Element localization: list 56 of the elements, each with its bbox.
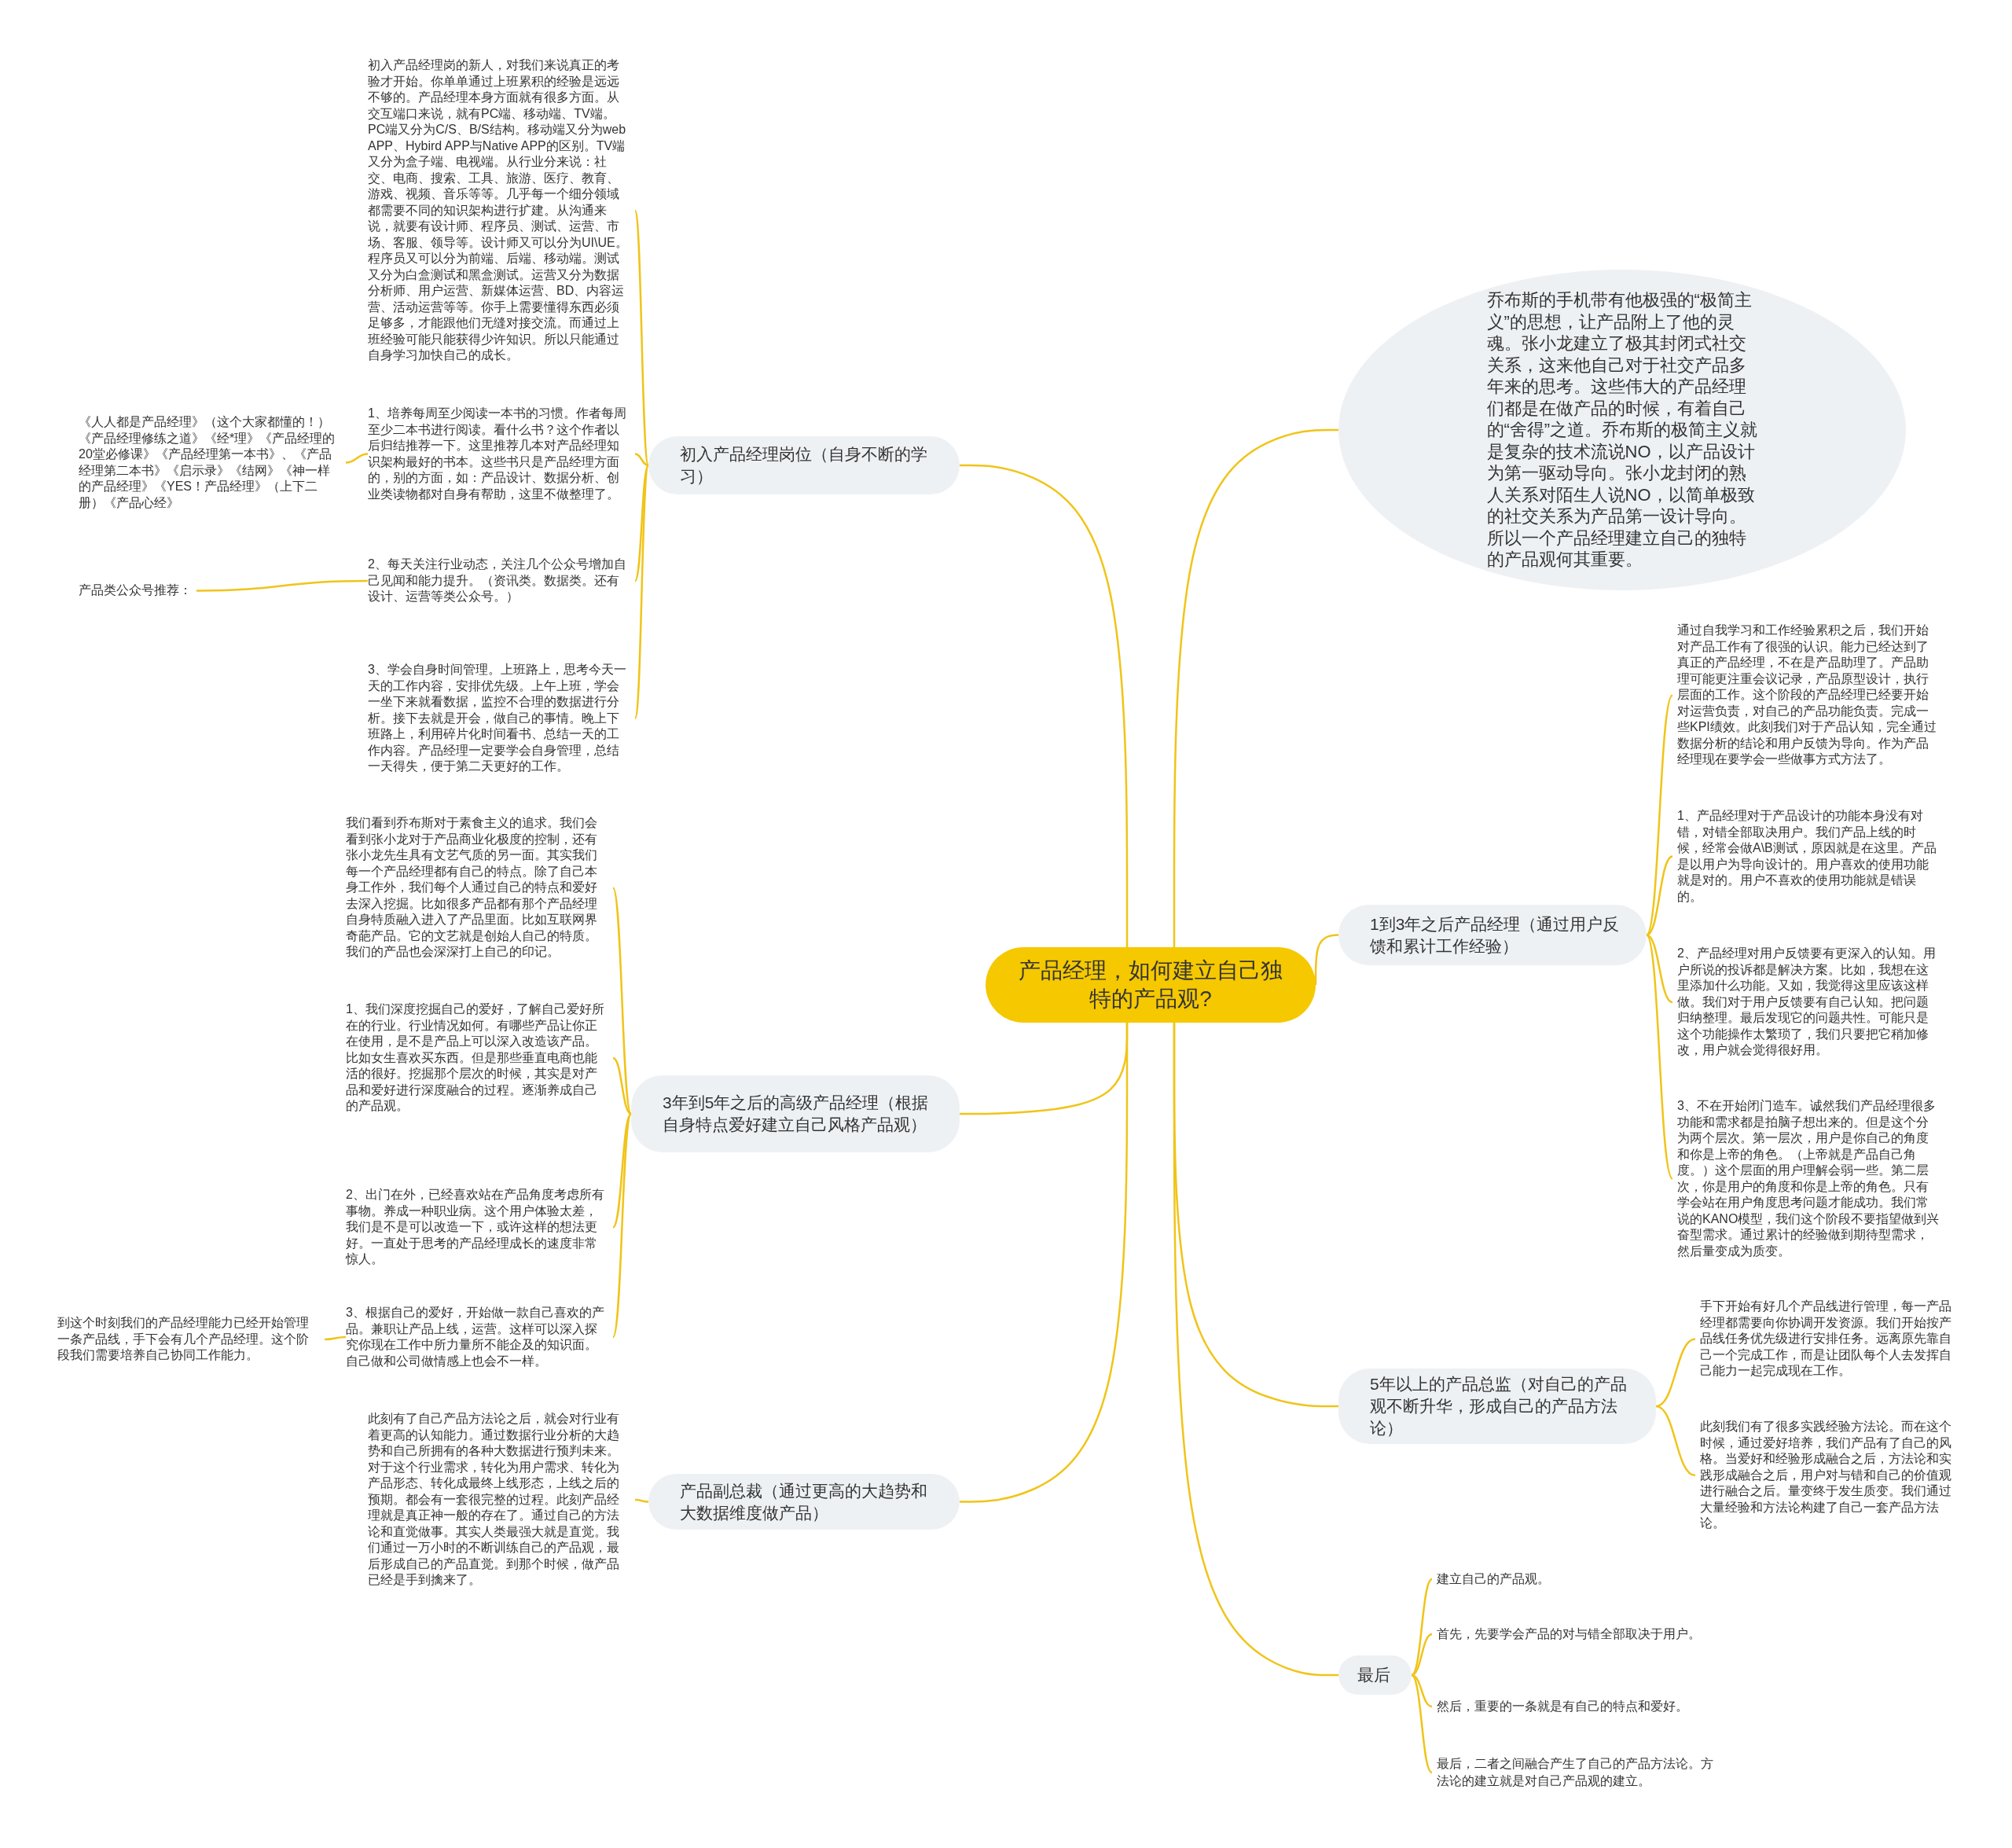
connector-line (612, 1056, 632, 1115)
branch-topic: 产品副总裁（通过更高的大趋势和大数据维度做产品） (648, 1474, 960, 1530)
note-text: 此刻有了自己产品方法论之后，就会对行业有着更高的认知能力。通过数据行业分析的大趋势和自己所拥有的各种大数据进行预判未来。对于这个行业需求，转化为用户需求、转化为产品形态、转化成最终上线形态，上线之后的预期。都会有一套很完整的过程。此刻产品经理就是真正神一般的存在了。通过自己的方法论和直觉做事。其实人类最强大就是直觉。我们通过一万小时的不断训练自己的产品观，最后形成自己的产品直觉。到那个时候，做产品已经是手到擒来了。 (368, 1411, 630, 1589)
connector-line (1655, 1338, 1696, 1408)
note-text: 此刻我们有了很多实践经验方法论。而在这个时候，通过爱好培养，我们产品有了自己的风格。当爱好和经验形成融合之后，方法论和实践形成融合之后，用户对与错和自己的价值观进行融合之后。量变终于发生质变。我们通过大量经验和方法论构建了自己一套产品方法论。 (1700, 1419, 1962, 1532)
note-text: 1、我们深度挖掘自己的爱好，了解自己爱好所在的行业。行业情况如何。有哪些产品让你正在使用，是不是产品上可以深入改造该产品。比如女生喜欢买东西。但是那些垂直电商也能活的很好。挖掘那个层次的时候，其实是对产品和爱好进行深度融合的过程。逐渐养成自己的产品观。 (346, 1001, 608, 1115)
connector-line (634, 1498, 649, 1503)
note-text: 《人人都是产品经理》（这个大家都懂的！）《产品经理修练之道》《经*理》《产品经理的20堂必修课》《产品经理第一本书》、《产品经理第二本书》《启示录》《结网》《神一样的产品经理》《YES！产品经理》（上下二册）《产品心经》 (79, 414, 341, 511)
note-text: 3、不在开始闭门造车。诚然我们产品经理很多功能和需求都是拍脑子想出来的。但是这个分为两个层次。第一层次，用户是你自己的角度和你是上帝的角色。（上帝就是产品自己角度。）这个层面的用户理解会弱一些。第二层次，你是用户的角度和你是上帝的角色。只有学会站在用户角度思考问题才能成功。我们常说的KANO模型，我们这个阶段不要指望做到兴奋型需求。通过累计的经验做到期待型需求，然后量变成为质变。 (1677, 1098, 1940, 1259)
connector-line (633, 210, 650, 466)
connector-line (1173, 428, 1338, 947)
note-text: 3、根据自己的爱好，开始做一款自己喜欢的产品。兼职让产品上线，运营。这样可以深入探究你现在工作中所力量所不能企及的知识面。自己做和公司做情感上也会不一样。 (346, 1305, 608, 1369)
connector-line (1646, 934, 1673, 1004)
note-text: 首先，先要学会产品的对与错全部取决于用户。 (1437, 1626, 1701, 1643)
connector-line (345, 453, 369, 464)
note-text: 到这个时刻我们的产品经理能力已经开始管理一条产品线，手下会有几个产品经理。这个阶段我们需要培养自己协同工作能力。 (57, 1315, 320, 1364)
connector-line (1655, 1405, 1696, 1477)
connector-line (1646, 855, 1673, 936)
connector-line (1314, 934, 1338, 985)
branch-topic: 1到3年之后产品经理（通过用户反馈和累计工作经验） (1338, 905, 1647, 965)
note-text: 3、学会自身时间管理。上班路上，思考今天一天的工作内容，安排优先级。上午上班，学会一坐下来就看数据，监控不合理的数据进行分析。接下去就是开会，做自己的事情。晚上下班路上，利用碎片化时间看书、总结一天的工作内容。产品经理一定要学会自身管理，总结一天得失，便于第二天更好的工作。 (368, 662, 630, 775)
topic-bubble: 乔布斯的手机带有他极强的“极简主义”的思想，让产品附上了他的灵魂。张小龙建立了极其封闭式社交关系，这来他自己对于社交产品多年来的思考。这些伟大的产品经理们都是在做产品的时候，有着自己的“舍得”之道。乔布斯的极简主义就是复杂的技术流说NO，以产品设计为第一驱动导向。张小龙封闭的熟人关系对陌生人说NO，以简单极致的社交关系为产品第一设计导向。所以一个产品经理建立自己的独特的产品观何其重要。 (1338, 270, 1906, 590)
connector-line (196, 579, 368, 592)
connector-line (1411, 1673, 1433, 1708)
note-text: 建立自己的产品观。 (1437, 1571, 1550, 1588)
note-text: 初入产品经理岗的新人，对我们来说真正的考验才开始。你单单通过上班累积的经验是远远不够的。产品经理本身方面就有很多方面。从交互端口来说，就有PC端、移动端、TV端。PC端又分为C/S、B/S结构。移动端又分为web APP、Hybird APP与Native APP的区别。TV端又分为盒子端、电视端。从行业分来说：社交、电商、搜索、工具、旅游、医疗、教育、游戏、视频、音乐等等。几乎每一个细分领域都需要不同的知识架构进行扩建。从沟通来说，就要有设计师、程序员、测试、运营、市场、客服、领导等。设计师又可以分为UI\UE。程序员又可以分为前端、后端、移动端。测试又分为白盒测试和黑盒测试。运营又分为数据分析师、用户运营、新媒体运营、BD、内容运营、活动运营等等。你手上需要懂得东西必须足够多，才能跟他们无缝对接交流。而通过上班经验可能只能获得少许知识。所以只能通过自身学习加快自己的成长。 (368, 57, 630, 364)
note-text: 2、出门在外，已经喜欢站在产品角度考虑所有事物。养成一种职业病。这个用户体验太差，我们是不是可以改造一下，或许这样的想法更好。一直处于思考的产品经理成长的速度非常惊人。 (346, 1187, 608, 1268)
connector-line (633, 465, 650, 719)
note-text: 我们看到乔布斯对于素食主义的追求。我们会看到张小龙对于产品商业化极度的控制，还有张小龙先生具有文艺气质的另一面。其实我们每一个产品经理都有自己的特点。除了自己本身工作外，我们每个人通过自己的特点和爱好去深入挖掘。比如很多产品都有那个产品经理自身特质融入进入了产品里面。比如互联网界奇葩产品。它的文艺就是创始人自己的特质。我们的产品也会深深打上自己的印记。 (346, 815, 608, 961)
branch-topic: 5年以上的产品总监（对自己的产品观不断升华，形成自己的产品方法论） (1338, 1369, 1656, 1444)
connector-line (324, 1335, 347, 1341)
connector-line (611, 887, 633, 1115)
note-text: 1、培养每周至少阅读一本书的习惯。作者每周至少二本书进行阅读。看什么书？这个作者以后归结推荐一下。这里推荐几本对产品经理知识架构最好的书本。这些书只是产品经理方面的，别的方面，如：产品设计、数据分析、创业类读物都对自身有帮助，这里不做整理了。 (368, 406, 630, 502)
central-topic: 产品经理，如何建立自己独特的产品观? (986, 947, 1316, 1023)
branch-topic: 初入产品经理岗位（自身不断的学习） (648, 436, 960, 494)
connector-line (1411, 1578, 1433, 1676)
note-text: 1、产品经理对于产品设计的功能本身没有对错，对错全部取决用户。我们产品上线的时候，经常会做A\B测试，原因就是在这里。产品是以用户为导向设计的。用户喜欢的使用功能就是对的。用户不喜欢的使用功能就是错误的。 (1677, 808, 1940, 905)
branch-topic: 最后 (1338, 1655, 1412, 1695)
connector-line (1645, 934, 1674, 1180)
connector-line (960, 1023, 1129, 1503)
connector-line (1173, 1023, 1338, 1677)
note-text: 2、产品经理对用户反馈要有更深入的认知。用户所说的投诉都是解决方案。比如，我想在这里添加什么功能。又如，我觉得这里应该这样做。我们对于用户反馈要有自己认知。把问题归纳整理。最后发现它的问题共性。可能只是这个功能操作太繁琐了，我们只要把它稍加修改，用户就会觉得很好用。 (1677, 946, 1940, 1059)
branch-topic: 3年到5年之后的高级产品经理（根据自身特点爱好建立自己风格产品观） (631, 1075, 960, 1152)
note-text: 然后，重要的一条就是有自己的特点和爱好。 (1437, 1698, 1688, 1715)
note-text: 通过自我学习和工作经验累积之后，我们开始对产品工作有了很强的认识。能力已经达到了真正的产品经理，不在是产品助理了。产品助理可能更注重会议记录，产品原型设计，执行层面的工作。这个阶段的产品经理已经要开始对运营负责，对自己的产品功能负责。完成一些KPI绩效。此刻我们对于产品认知，完全通过数据分析的结论和用户反馈为导向。作为产品经理现在要学会一些做事方式方法了。 (1677, 623, 1940, 768)
connector-line (1411, 1674, 1433, 1773)
note-text: 产品类公众号推荐： (79, 582, 192, 599)
connector-line (1645, 694, 1674, 936)
note-text: 最后，二者之间融合产生了自己的产品方法论。方法论的建立就是对自己产品观的建立。 (1437, 1755, 1720, 1790)
connector-line (612, 1113, 632, 1229)
note-text: 2、每天关注行业动态，关注几个公众号增加自己见闻和能力提升。（资讯类。数据类。还有设计、运营等类公众号。） (368, 557, 630, 605)
note-text: 手下开始有好几个产品线进行管理，每一产品经理都需要向你协调开发资源。我们开始按产品线任务优先级进行安排任务。远离原先靠自己一个完成工作，而是让团队每个人去发挥自己能力一起完成现在工作。 (1700, 1299, 1962, 1380)
connector-line (960, 464, 1129, 947)
connector-line (611, 1113, 633, 1338)
connector-line (1411, 1633, 1433, 1677)
connector-line (634, 453, 649, 467)
